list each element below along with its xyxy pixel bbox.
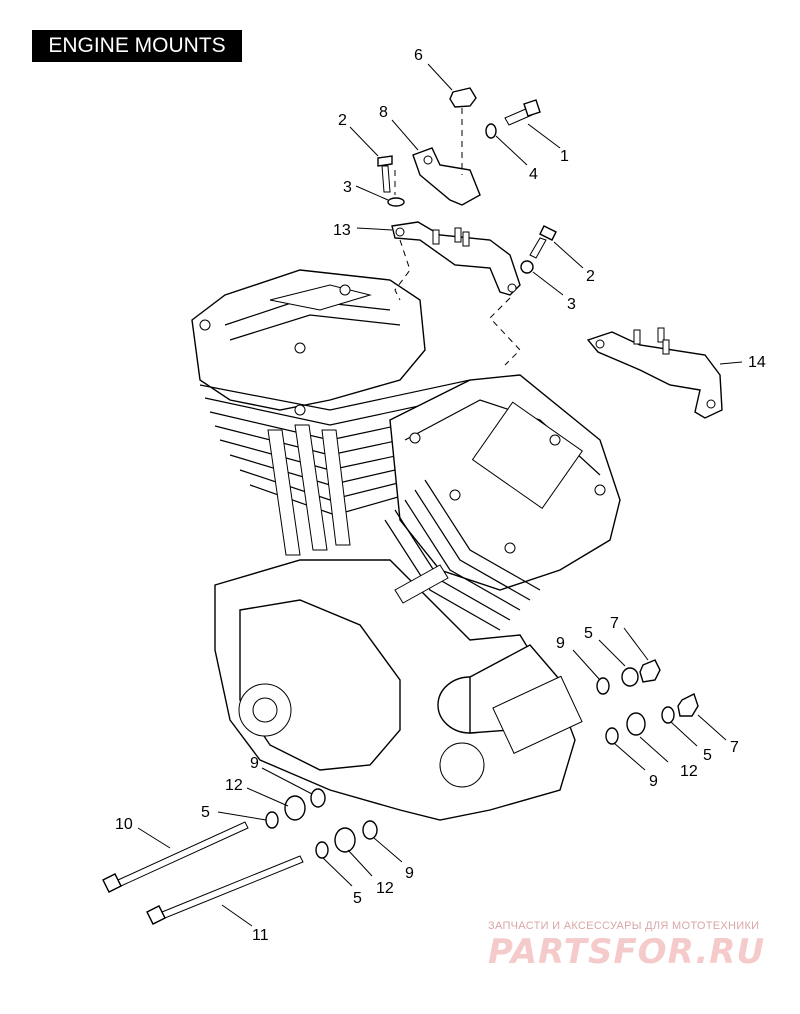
lower-left-mount-hardware — [102, 788, 378, 925]
callout-label: 1 — [560, 148, 569, 165]
leader-lines — [137, 63, 743, 927]
callout-label: 12 — [376, 880, 394, 897]
lower-right-mount-hardware — [596, 659, 699, 745]
callout-label: 2 — [338, 112, 347, 129]
diagram-title: ENGINE MOUNTS — [32, 30, 242, 62]
watermark-brand: PARTSFOR.RU — [488, 932, 766, 972]
upper-mount-hardware — [377, 87, 723, 419]
callout-label: 6 — [414, 47, 423, 64]
callout-label: 9 — [250, 755, 259, 772]
callout-label: 5 — [703, 747, 712, 764]
callout-labels: 6 8 2 1 3 4 13 2 3 14 9 5 7 7 5 12 9 9 1… — [115, 47, 766, 944]
callout-label: 12 — [680, 763, 698, 780]
callout-label: 14 — [748, 354, 766, 371]
callout-label: 13 — [333, 222, 351, 239]
callout-label: 9 — [556, 635, 565, 652]
callout-label: 12 — [225, 777, 243, 794]
callout-label: 4 — [529, 166, 538, 183]
callout-label: 9 — [405, 865, 414, 882]
callout-label: 2 — [586, 268, 595, 285]
callout-label: 5 — [201, 804, 210, 821]
callout-label: 3 — [343, 179, 352, 196]
watermark-tagline: ЗАПЧАСТИ И АКСЕССУАРЫ ДЛЯ МОТОТЕХНИКИ — [488, 920, 760, 932]
callout-label: 8 — [379, 104, 388, 121]
callout-label: 5 — [353, 890, 362, 907]
engine-assembly — [191, 269, 621, 821]
callout-label: 11 — [252, 927, 269, 944]
callout-label: 5 — [584, 625, 593, 642]
callout-label: 9 — [649, 773, 658, 790]
callout-label: 3 — [567, 296, 576, 313]
callout-label: 7 — [730, 739, 739, 756]
callout-label: 10 — [115, 816, 133, 833]
callout-label: 7 — [610, 615, 619, 632]
